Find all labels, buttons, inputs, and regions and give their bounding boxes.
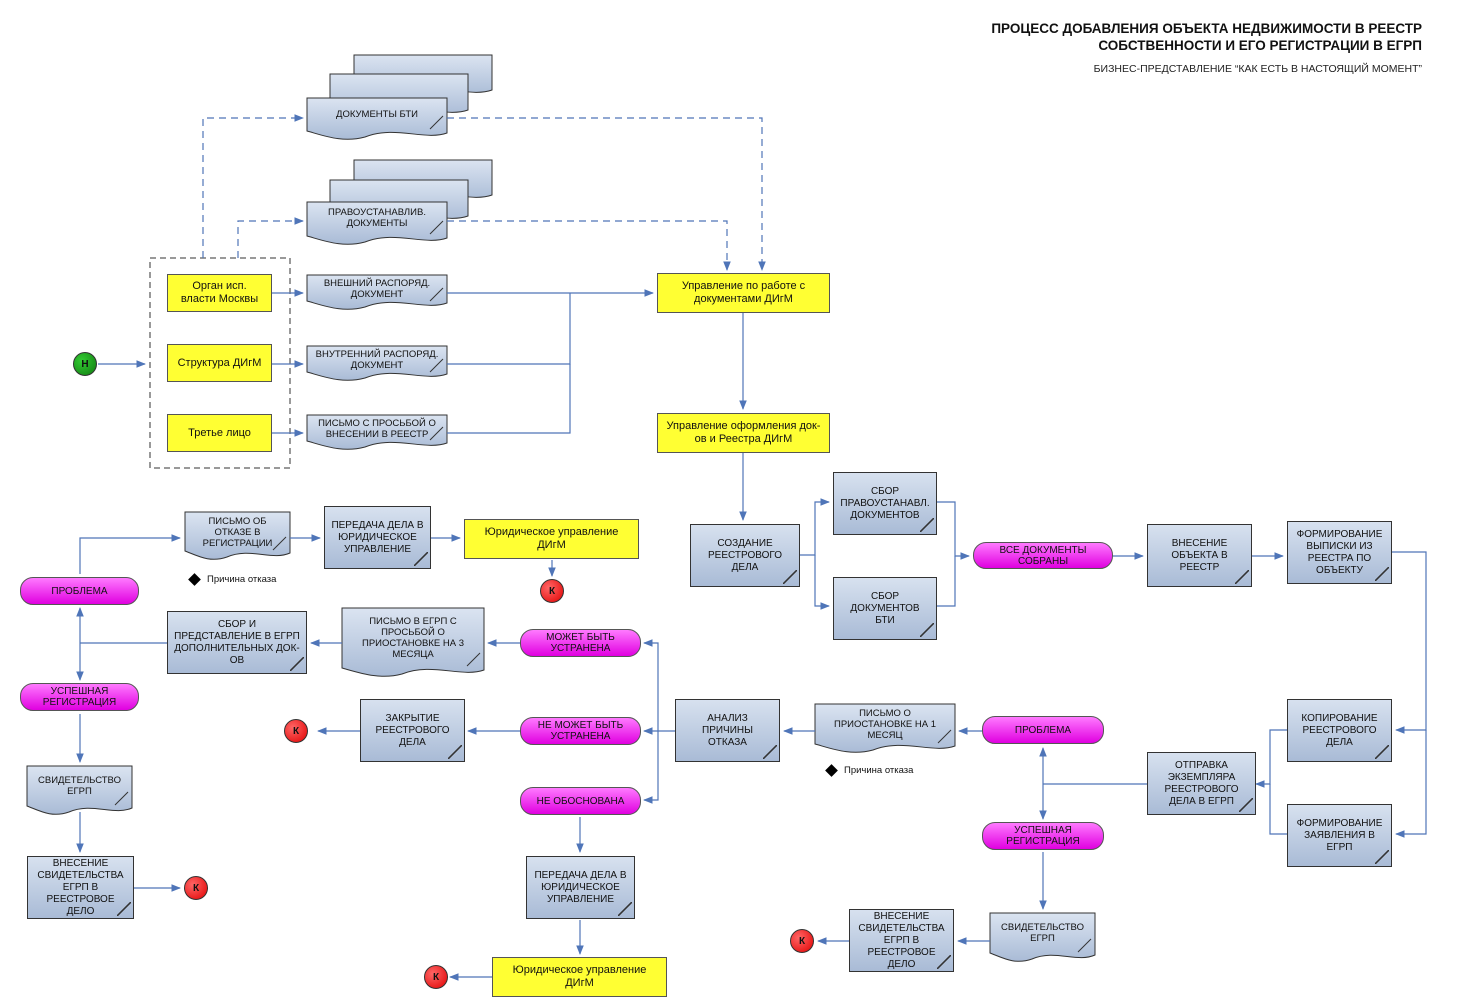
doc-pismo-1m-label: ПИСЬМО О ПРИОСТАНОВКЕ НА 1 МЕСЯЦ [834, 707, 936, 741]
note-text: Причина отказа [207, 574, 277, 585]
diamond-icon [188, 573, 201, 586]
state-vse-dokumenty-sobrany: ВСЕ ДОКУМЕНТЫ СОБРАНЫ [973, 542, 1113, 569]
state-problema-left: ПРОБЛЕМА [20, 577, 139, 605]
org-upr-oformleniya: Управление оформления док-ов и Реестра Д… [657, 413, 830, 453]
proc-peredacha-bottom: ПЕРЕДАЧА ДЕЛА В ЮРИДИЧЕСКОЕ УПРАВЛЕНИЕ [526, 856, 635, 919]
doc-svid-right-shape [989, 912, 1096, 962]
doc-bti-label: ДОКУМЕНТЫ БТИ [336, 108, 418, 120]
org-yur-upr-top: Юридическое управление ДИгМ [464, 519, 639, 559]
sources-group-frame [149, 257, 291, 469]
doc-svid-left-label: СВИДЕТЕЛЬСТВО ЕГРП [38, 775, 121, 797]
doc-svid-left-shape [26, 765, 133, 815]
note-prichina-otkaza-2: Причина отказа [825, 764, 914, 777]
doc-stack-bti-shape [306, 54, 493, 140]
diagram-title-line1: ПРОЦЕСС ДОБАВЛЕНИЯ ОБЪЕКТА НЕДВИЖИМОСТИ … [991, 21, 1422, 36]
proc-sbor-pravo: СБОР ПРАВОУСТАНАВЛ. ДОКУМЕНТОВ [833, 472, 937, 535]
proc-vnesenie-svid-right: ВНЕСЕНИЕ СВИДЕТЕЛЬСТВА ЕГРП В РЕЕСТРОВОЕ… [849, 909, 954, 972]
start-terminal: Н [73, 352, 97, 376]
doc-pismo-3m-label: ПИСЬМО В ЕГРП С ПРОСЬБОЙ О ПРИОСТАНОВКЕ … [362, 616, 464, 660]
state-problema-right: ПРОБЛЕМА [982, 716, 1104, 744]
proc-sozdanie-dela: СОЗДАНИЕ РЕЕСТРОВОГО ДЕЛА [690, 524, 800, 587]
end-terminal-4: К [424, 965, 448, 989]
end-terminal-2: К [284, 719, 308, 743]
doc-vnutrenniy-shape [306, 345, 448, 381]
state-ne-obosnovana: НЕ ОБОСНОВАНА [520, 787, 641, 815]
proc-sbor-dop: СБОР И ПРЕДСТАВЛЕНИЕ В ЕГРП ДОПОЛНИТЕЛЬН… [167, 611, 307, 674]
doc-svid-right-label: СВИДЕТЕЛЬСТВО ЕГРП [1001, 922, 1084, 944]
org-organ-vlasti: Орган исп. власти Москвы [167, 274, 272, 312]
proc-vnesenie-svid-left: ВНЕСЕНИЕ СВИДЕТЕЛЬСТВА ЕГРП В РЕЕСТРОВОЕ… [27, 856, 134, 919]
proc-analiz: АНАЛИЗ ПРИЧИНЫ ОТКАЗА [675, 699, 780, 762]
note-prichina-otkaza-1: Причина отказа [188, 573, 277, 586]
proc-kopirovanie: КОПИРОВАНИЕ РЕЕСТРОВОГО ДЕЛА [1287, 699, 1392, 762]
end-terminal-1: К [540, 579, 564, 603]
diamond-icon [825, 764, 838, 777]
state-mozhet-byt-ustranena: МОЖЕТ БЫТЬ УСТРАНЕНА [520, 629, 641, 657]
org-struktura-digm: Структура ДИгМ [167, 344, 272, 382]
state-ne-mozhet-byt-ustranena: НЕ МОЖЕТ БЫТЬ УСТРАНЕНА [520, 717, 641, 745]
proc-peredacha-top: ПЕРЕДАЧА ДЕЛА В ЮРИДИЧЕСКОЕ УПРАВЛЕНИЕ [324, 506, 431, 569]
org-upr-dokumenty: Управление по работе с документами ДИгМ [657, 273, 830, 313]
end-terminal-3: К [184, 876, 208, 900]
diagram-title-line2: СОБСТВЕННОСТИ И ЕГО РЕГИСТРАЦИИ В ЕГРП [1098, 38, 1422, 53]
org-trete-litso: Третье лицо [167, 414, 272, 452]
proc-sbor-bti: СБОР ДОКУМЕНТОВ БТИ [833, 577, 937, 640]
doc-pravo-label: ПРАВОУСТАНАВЛИВ. ДОКУМЕНТЫ [328, 207, 426, 229]
note-text: Причина отказа [844, 765, 914, 776]
doc-vnutrenniy-label: ВНУТРЕННИЙ РАСПОРЯД. ДОКУМЕНТ [315, 348, 439, 371]
doc-stack-pravo-shape [306, 159, 493, 245]
org-yur-upr-bottom: Юридическое управление ДИгМ [492, 957, 667, 997]
doc-vneshniy-label: ВНЕШНИЙ РАСПОРЯД. ДОКУМЕНТ [323, 277, 431, 300]
proc-zakrytie: ЗАКРЫТИЕ РЕЕСТРОВОГО ДЕЛА [360, 699, 465, 762]
doc-pismo-otkaz-label: ПИСЬМО ОБ ОТКАЗЕ В РЕГИСТРАЦИИ [202, 515, 273, 549]
doc-pismo-reestr-label: ПИСЬМО С ПРОСЬБОЙ О ВНЕСЕНИИ В РЕЕСТР [318, 417, 436, 440]
doc-pismo-3m-shape [341, 607, 485, 677]
proc-vnesenie-obekta: ВНЕСЕНИЕ ОБЪЕКТА В РЕЕСТР [1147, 524, 1252, 587]
end-terminal-5: К [790, 929, 814, 953]
doc-pismo-reestr-shape [306, 414, 448, 450]
doc-pismo-1m-shape [814, 703, 956, 753]
state-uspeshnaya-right: УСПЕШНАЯ РЕГИСТРАЦИЯ [982, 822, 1104, 850]
diagram-subtitle: БИЗНЕС-ПРЕДСТАВЛЕНИЕ “КАК ЕСТЬ В НАСТОЯЩ… [1093, 63, 1422, 75]
proc-otpravka: ОТПРАВКА ЭКЗЕМПЛЯРА РЕЕСТРОВОГО ДЕЛА В Е… [1147, 752, 1256, 815]
doc-vneshniy-shape [306, 274, 448, 310]
proc-zayavlenie: ФОРМИРОВАНИЕ ЗАЯВЛЕНИЯ В ЕГРП [1287, 804, 1392, 867]
doc-pismo-otkaz-shape [184, 511, 291, 560]
proc-vypiska: ФОРМИРОВАНИЕ ВЫПИСКИ ИЗ РЕЕСТРА ПО ОБЪЕК… [1287, 521, 1392, 584]
state-uspeshnaya-left: УСПЕШНАЯ РЕГИСТРАЦИЯ [20, 683, 139, 711]
